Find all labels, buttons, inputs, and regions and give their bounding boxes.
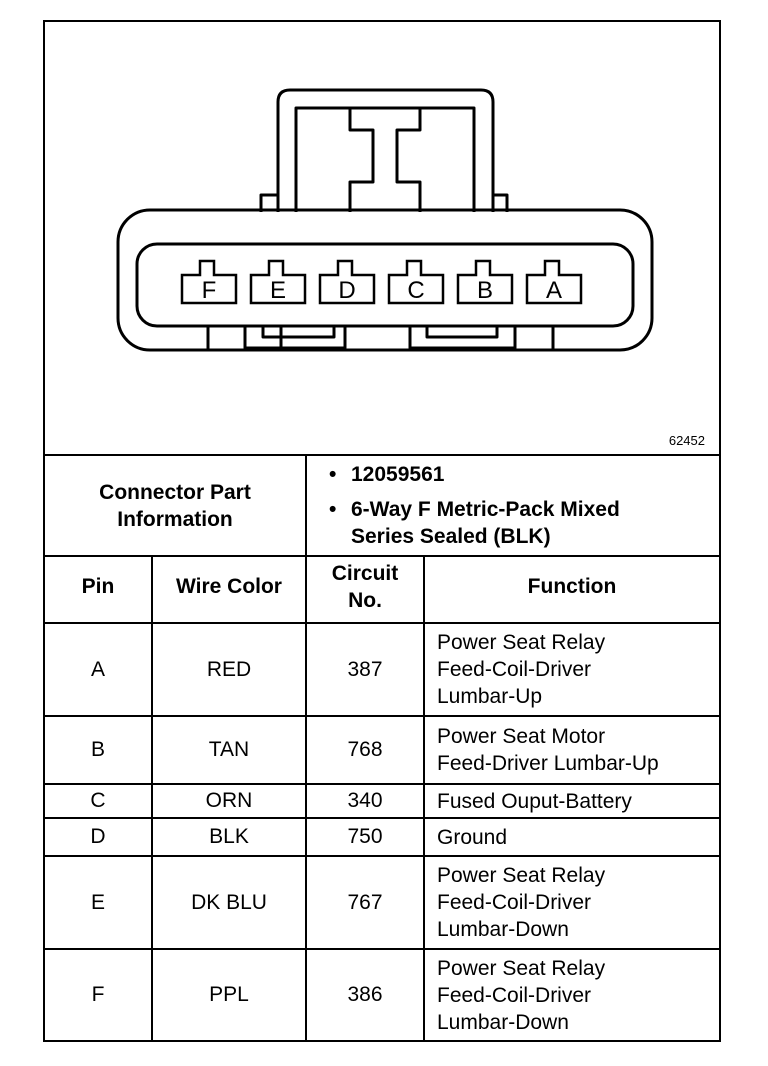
table-header-row: Pin Wire Color Circuit No. Function xyxy=(45,555,719,624)
connector-bottom-key-left-base xyxy=(245,326,347,350)
circuit-cell: 767 xyxy=(305,855,425,950)
connector-description: 6-Way F Metric-Pack Mixed Series Sealed … xyxy=(329,496,719,550)
cavity-b: B xyxy=(456,259,514,305)
cavity-label: C xyxy=(407,277,424,304)
pin-cell: C xyxy=(45,783,153,819)
connector-lock-beam xyxy=(348,108,422,212)
connector-info-row: Connector Part Information 12059561 6-Wa… xyxy=(45,454,719,557)
connector-inner-window xyxy=(135,242,635,328)
wire-color-cell: BLK xyxy=(151,817,307,857)
wire-color-cell: RED xyxy=(151,622,307,717)
connector-latch-outline xyxy=(276,88,495,212)
cavity-label: D xyxy=(338,277,355,304)
table-row: A RED 387 Power Seat Relay Feed-Coil-Dri… xyxy=(45,622,719,717)
cavity-outline xyxy=(249,259,307,305)
circuit-cell: 387 xyxy=(305,622,425,717)
connector-info-list: 12059561 6-Way F Metric-Pack Mixed Serie… xyxy=(305,454,719,557)
function-cell: Ground xyxy=(423,817,719,857)
cavity-outline xyxy=(525,259,583,305)
cavity-label: B xyxy=(477,277,493,304)
function-cell: Power Seat Motor Feed-Driver Lumbar-Up xyxy=(423,715,719,785)
wire-color-cell: ORN xyxy=(151,783,307,819)
cavity-outline xyxy=(318,259,376,305)
wire-color-cell: DK BLU xyxy=(151,855,307,950)
cavity-f: F xyxy=(180,259,238,305)
table-row: F PPL 386 Power Seat Relay Feed-Coil-Dri… xyxy=(45,948,719,1040)
cavity-a: A xyxy=(525,259,583,305)
function-cell: Power Seat Relay Feed-Coil-Driver Lumbar… xyxy=(423,948,719,1040)
connector-part-number: 12059561 xyxy=(329,461,719,488)
cavity-outline xyxy=(180,259,238,305)
connector-info-label-line: Connector Part xyxy=(99,480,251,504)
connector-side-tab-right xyxy=(493,193,509,212)
cavity-c: C xyxy=(387,259,445,305)
connector-info-label-line: Information xyxy=(117,507,233,531)
pin-cell: D xyxy=(45,817,153,857)
connector-side-tab-left xyxy=(259,193,278,212)
circuit-cell: 386 xyxy=(305,948,425,1040)
wire-color-cell: PPL xyxy=(151,948,307,1040)
connector-info-label: Connector Part Information xyxy=(45,454,307,557)
pin-cell: A xyxy=(45,622,153,717)
cavity-label: A xyxy=(546,277,562,304)
circuit-cell: 750 xyxy=(305,817,425,857)
connector-latch-inner xyxy=(294,106,476,212)
table-row: B TAN 768 Power Seat Motor Feed-Driver L… xyxy=(45,715,719,785)
cavity-d: D xyxy=(318,259,376,305)
connector-pinout-table: Connector Part Information 12059561 6-Wa… xyxy=(45,454,719,1040)
header-function: Function xyxy=(423,555,719,624)
cavity-outline xyxy=(456,259,514,305)
function-cell: Power Seat Relay Feed-Coil-Driver Lumbar… xyxy=(423,622,719,717)
connector-bottom-key-left xyxy=(206,326,336,350)
header-circuit-no: Circuit No. xyxy=(305,555,425,624)
cavity-label: E xyxy=(270,277,286,304)
pin-cell: B xyxy=(45,715,153,785)
header-wire-color: Wire Color xyxy=(151,555,307,624)
cavity-label: F xyxy=(202,277,217,304)
circuit-cell: 768 xyxy=(305,715,425,785)
wire-color-cell: TAN xyxy=(151,715,307,785)
cavity-outline xyxy=(387,259,445,305)
connector-body-outline xyxy=(116,208,654,352)
function-cell: Power Seat Relay Feed-Coil-Driver Lumbar… xyxy=(423,855,719,950)
header-pin: Pin xyxy=(45,555,153,624)
table-row: E DK BLU 767 Power Seat Relay Feed-Coil-… xyxy=(45,855,719,950)
table-row: C ORN 340 Fused Ouput-Battery xyxy=(45,783,719,819)
figure-number: 62452 xyxy=(668,433,705,448)
connector-bottom-key-right xyxy=(408,326,517,350)
cavity-e: E xyxy=(249,259,307,305)
pin-cell: F xyxy=(45,948,153,1040)
function-cell: Fused Ouput-Battery xyxy=(423,783,719,819)
table-row: D BLK 750 Ground xyxy=(45,817,719,857)
circuit-cell: 340 xyxy=(305,783,425,819)
pin-cell: E xyxy=(45,855,153,950)
